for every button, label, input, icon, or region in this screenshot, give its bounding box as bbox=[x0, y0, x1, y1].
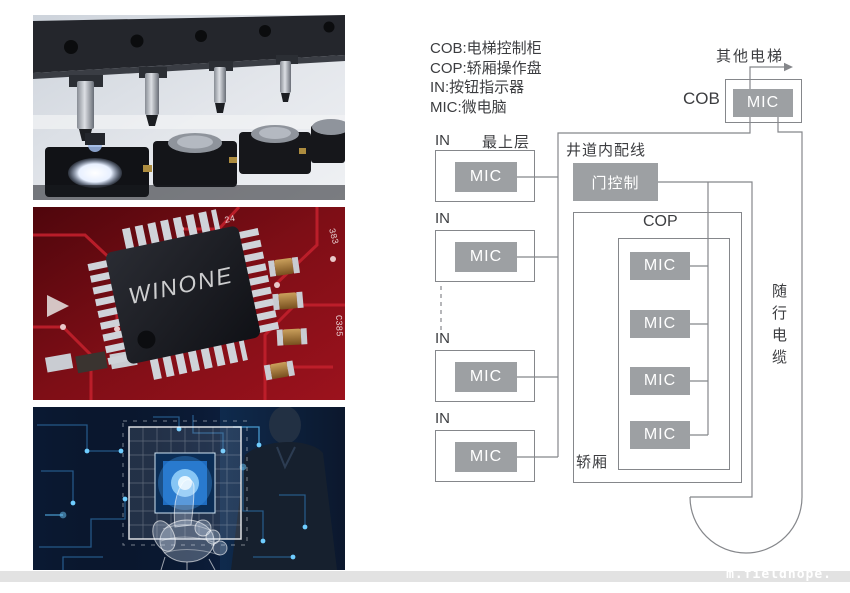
pcb-photo: 24 383 C385 WINONE bbox=[33, 207, 345, 400]
traveling-cable-loop bbox=[689, 496, 803, 554]
car-box bbox=[573, 212, 742, 483]
machine-fixtures bbox=[33, 119, 345, 200]
cop-mic-box-4: MIC bbox=[630, 421, 690, 449]
in-mic-box-3: MIC bbox=[455, 362, 517, 392]
other-elevator-label: 其他电梯 bbox=[716, 48, 785, 65]
cop-mic-box-3: MIC bbox=[630, 367, 690, 395]
in-label-2: IN bbox=[435, 210, 450, 227]
watermark-text: m.fieldhope. bbox=[726, 567, 832, 582]
door-control-box: 门控制 bbox=[573, 163, 658, 201]
wireframe-hand bbox=[152, 479, 228, 570]
in-label-3: IN bbox=[435, 330, 450, 347]
cop-label: COP bbox=[643, 213, 678, 230]
machine-spindles bbox=[69, 55, 298, 141]
legend-line-cob: COB:电梯控制柜 bbox=[430, 40, 542, 57]
pcb-chip: WINONE bbox=[87, 209, 280, 380]
traveling-cable-right-line bbox=[777, 117, 803, 497]
svg-text:383: 383 bbox=[326, 227, 340, 245]
arrow-head-icon bbox=[784, 62, 793, 72]
car-label: 轿厢 bbox=[576, 454, 609, 471]
legend-line-in: IN:按钮指示器 bbox=[430, 79, 525, 96]
watermark-bar bbox=[0, 571, 850, 582]
in-box-3 bbox=[435, 350, 535, 402]
cop-mic-box-2: MIC bbox=[630, 310, 690, 338]
machine-beam bbox=[33, 15, 345, 79]
hoistway-bus-line bbox=[557, 117, 751, 457]
cob-box bbox=[725, 79, 802, 123]
in-mic-box-2: MIC bbox=[455, 242, 517, 272]
in-box-4 bbox=[435, 430, 535, 482]
cop-box bbox=[618, 238, 730, 470]
cob-label: COB bbox=[683, 89, 720, 108]
in-mic-box-4: MIC bbox=[455, 442, 517, 472]
in-label-4: IN bbox=[435, 410, 450, 427]
circuit-traces bbox=[37, 415, 306, 570]
top-floor-label: 最上层 bbox=[482, 134, 531, 151]
legend-line-cop: COP:轿厢操作盘 bbox=[430, 59, 542, 77]
silkscreen-triangle bbox=[47, 295, 69, 317]
machinery-photo bbox=[33, 15, 345, 200]
cop-mic-box-1: MIC bbox=[630, 252, 690, 280]
cob-mic-box: MIC bbox=[733, 89, 793, 117]
glow-disc bbox=[68, 158, 122, 188]
wireframe-chip bbox=[122, 420, 248, 546]
svg-text:C385: C385 bbox=[333, 315, 344, 337]
in-label-1: IN bbox=[435, 132, 450, 149]
in-mic-box-1: MIC bbox=[455, 162, 517, 192]
legend: COB:电梯控制柜 COP:轿厢操作盘 IN:按钮指示器 MIC:微电脑 bbox=[430, 39, 542, 117]
in-box-1 bbox=[435, 150, 535, 202]
door-control-line bbox=[658, 181, 753, 498]
circuit-dots bbox=[59, 426, 308, 560]
cop-bus-line bbox=[690, 182, 709, 436]
pcb-markings: 24 383 C385 bbox=[224, 214, 344, 337]
touch-photo bbox=[33, 407, 345, 570]
other-elevator-arrow-line bbox=[749, 66, 785, 90]
in-unit-stub-lines bbox=[517, 176, 558, 458]
traveling-cable-label: 随行电缆 bbox=[770, 283, 787, 371]
hoistway-label: 井道内配线 bbox=[566, 142, 647, 159]
svg-text:24: 24 bbox=[224, 214, 237, 226]
legend-line-mic: MIC:微电脑 bbox=[430, 98, 507, 116]
person-silhouette bbox=[231, 407, 337, 570]
in-box-2 bbox=[435, 230, 535, 282]
